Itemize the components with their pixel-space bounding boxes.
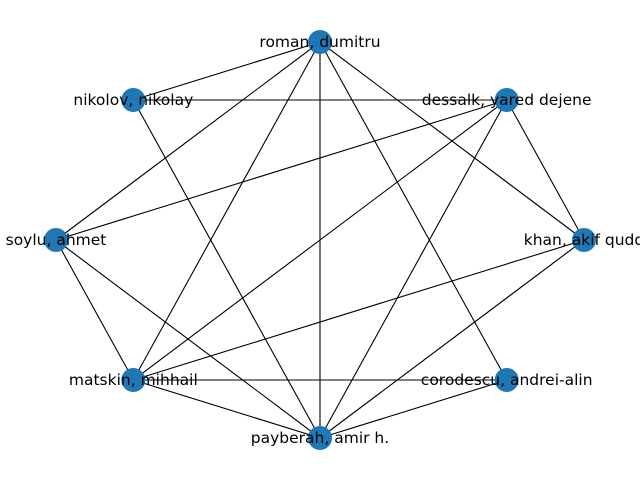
edge-khan-matskin bbox=[133, 239, 585, 381]
edge-soylu-matskin bbox=[55, 239, 134, 381]
edge-soylu-payberah bbox=[55, 239, 321, 439]
node-label-payberah: payberah, amir h. bbox=[251, 429, 389, 447]
node-label-dessalk: dessalk, yared dejene bbox=[422, 91, 592, 109]
node-label-matskin: matskin, mihhail bbox=[69, 371, 198, 389]
edge-matskin-payberah bbox=[133, 379, 321, 439]
node-dessalk bbox=[494, 87, 519, 112]
node-payberah bbox=[308, 426, 332, 450]
edge-roman-nikolov bbox=[133, 41, 321, 101]
node-label-soylu: soylu, ahmet bbox=[6, 231, 107, 249]
edge-roman-soylu bbox=[55, 41, 321, 241]
edge-khan-payberah bbox=[319, 239, 585, 439]
edge-corodescu-payberah bbox=[319, 379, 507, 439]
edge-roman-matskin bbox=[132, 41, 321, 381]
node-khan bbox=[572, 228, 596, 252]
node-roman bbox=[308, 30, 332, 54]
edge-nikolov-payberah bbox=[132, 99, 321, 439]
node-matskin bbox=[121, 368, 146, 393]
edge-dessalk-payberah bbox=[319, 99, 508, 439]
node-label-corodescu: corodescu, andrei-alin bbox=[421, 371, 593, 389]
node-label-roman: roman, dumitru bbox=[259, 33, 380, 51]
edge-roman-corodescu bbox=[319, 41, 508, 381]
nodes bbox=[44, 30, 596, 450]
edge-dessalk-soylu bbox=[55, 99, 507, 241]
edge-dessalk-khan bbox=[506, 99, 585, 241]
edges bbox=[55, 41, 585, 439]
node-labels: roman, dumitru dessalk, yared dejene khan,… bbox=[6, 33, 640, 447]
edge-dessalk-matskin bbox=[132, 99, 508, 381]
node-label-nikolov: nikolov, nikolay bbox=[73, 91, 193, 109]
node-corodescu bbox=[494, 368, 519, 393]
node-soylu bbox=[44, 228, 68, 252]
node-nikolov bbox=[121, 87, 146, 112]
node-label-khan: khan, akif qudd bbox=[524, 231, 640, 249]
